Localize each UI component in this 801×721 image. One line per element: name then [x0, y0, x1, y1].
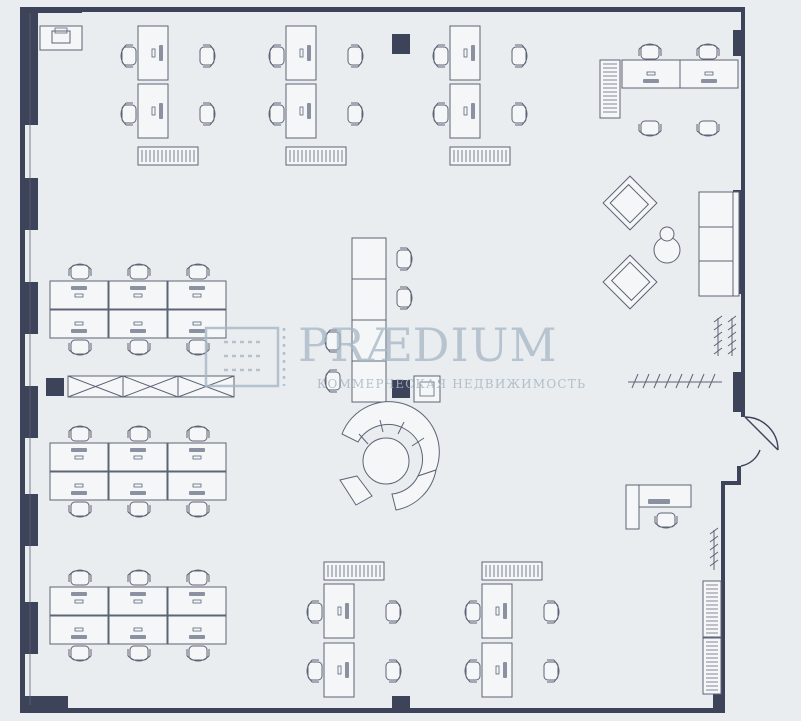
reception-desk [339, 401, 440, 511]
coat-rack-right [713, 315, 737, 356]
desk-cluster-bottom-left [306, 561, 402, 698]
desk-cluster-left-1 [49, 263, 227, 356]
coat-rack-bottom [628, 373, 722, 389]
side-table [413, 375, 441, 403]
watermark-logo-icon [204, 326, 286, 388]
coat-rack-lower-right [709, 527, 719, 570]
desk-cluster-left-2 [49, 425, 227, 518]
desk-cluster-top-left [120, 25, 216, 166]
desk-cluster-bottom-right [464, 561, 560, 698]
sofa [698, 191, 740, 297]
desk-cluster-top-middle [268, 25, 364, 166]
desk-cluster-top-far-right [599, 43, 739, 137]
walls [20, 7, 745, 713]
printer [39, 25, 83, 51]
lower-right-shelving [702, 580, 722, 695]
meeting-bench [324, 237, 413, 403]
desk-cluster-left-3 [49, 569, 227, 662]
desk-cluster-top-right [432, 25, 528, 166]
manager-desk [625, 484, 692, 530]
lounge-armchairs [602, 175, 681, 310]
entrance-door [740, 416, 779, 467]
